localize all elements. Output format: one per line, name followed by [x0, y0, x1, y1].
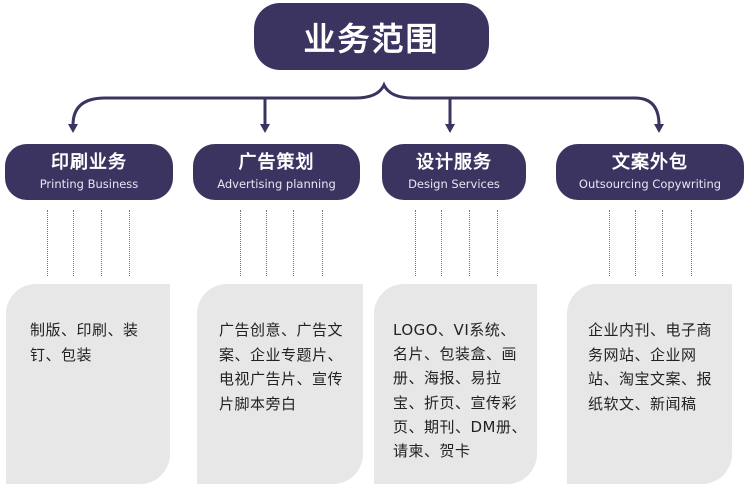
category-title-zh: 印刷业务 [51, 152, 127, 173]
dotted-line [635, 210, 636, 276]
content-card-advertising: 广告创意、广告文案、企业专题片、电视广告片、宣传片脚本旁白 [197, 284, 363, 484]
category-title-en: Design Services [408, 177, 500, 191]
dotted-line [662, 210, 663, 276]
arrow-head-1 [68, 124, 78, 133]
dotted-line [293, 210, 294, 276]
category-title-en: Printing Business [39, 177, 139, 191]
connector-left [71, 96, 357, 127]
dotted-line [441, 210, 442, 276]
dotted-line [691, 210, 692, 276]
category-title-zh: 广告策划 [238, 152, 315, 173]
dotted-line [497, 210, 498, 276]
category-pill-advertising: 广告策划 Advertising planning [193, 144, 360, 200]
category-pill-printing: 印刷业务 Printing Business [5, 144, 173, 200]
arrow-head-4 [654, 124, 664, 133]
dotted-line [101, 210, 102, 276]
dotted-line [47, 210, 48, 276]
card-content: LOGO、VI系统、名片、包装盒、画册、海报、易拉宝、折页、宣传彩页、期刊、DM… [393, 321, 527, 461]
dotted-line [73, 210, 74, 276]
dotted-line [469, 210, 470, 276]
dotted-line [322, 210, 323, 276]
dotted-line [609, 210, 610, 276]
brace-peak [353, 81, 415, 100]
category-title-zh: 文案外包 [612, 152, 688, 173]
arrow-head-2 [260, 124, 270, 133]
category-pill-copywriting: 文案外包 Outsourcing Copywriting [556, 144, 744, 200]
content-card-design: LOGO、VI系统、名片、包装盒、画册、海报、易拉宝、折页、宣传彩页、期刊、DM… [374, 284, 537, 484]
card-content: 制版、印刷、装钉、包装 [30, 321, 139, 364]
dotted-line [240, 210, 241, 276]
category-title-en: Advertising planning [217, 177, 336, 191]
category-pill-design: 设计服务 Design Services [382, 144, 526, 200]
dotted-line [415, 210, 416, 276]
diagram-title: 业务范围 [303, 19, 440, 58]
card-content: 企业内刊、电子商务网站、企业网站、淘宝文案、报纸软文、新闻稿 [588, 321, 713, 413]
dotted-line [266, 210, 267, 276]
category-title-en: Outsourcing Copywriting [578, 177, 722, 191]
category-title-zh: 设计服务 [416, 152, 492, 173]
arrow-head-3 [445, 124, 455, 133]
card-content: 广告创意、广告文案、企业专题片、电视广告片、宣传片脚本旁白 [219, 321, 344, 413]
dotted-line [129, 210, 130, 276]
content-card-copywriting: 企业内刊、电子商务网站、企业网站、淘宝文案、报纸软文、新闻稿 [567, 284, 732, 484]
title-pill: 业务范围 [254, 3, 489, 70]
connector-right [411, 96, 661, 127]
content-card-printing: 制版、印刷、装钉、包装 [6, 284, 170, 484]
